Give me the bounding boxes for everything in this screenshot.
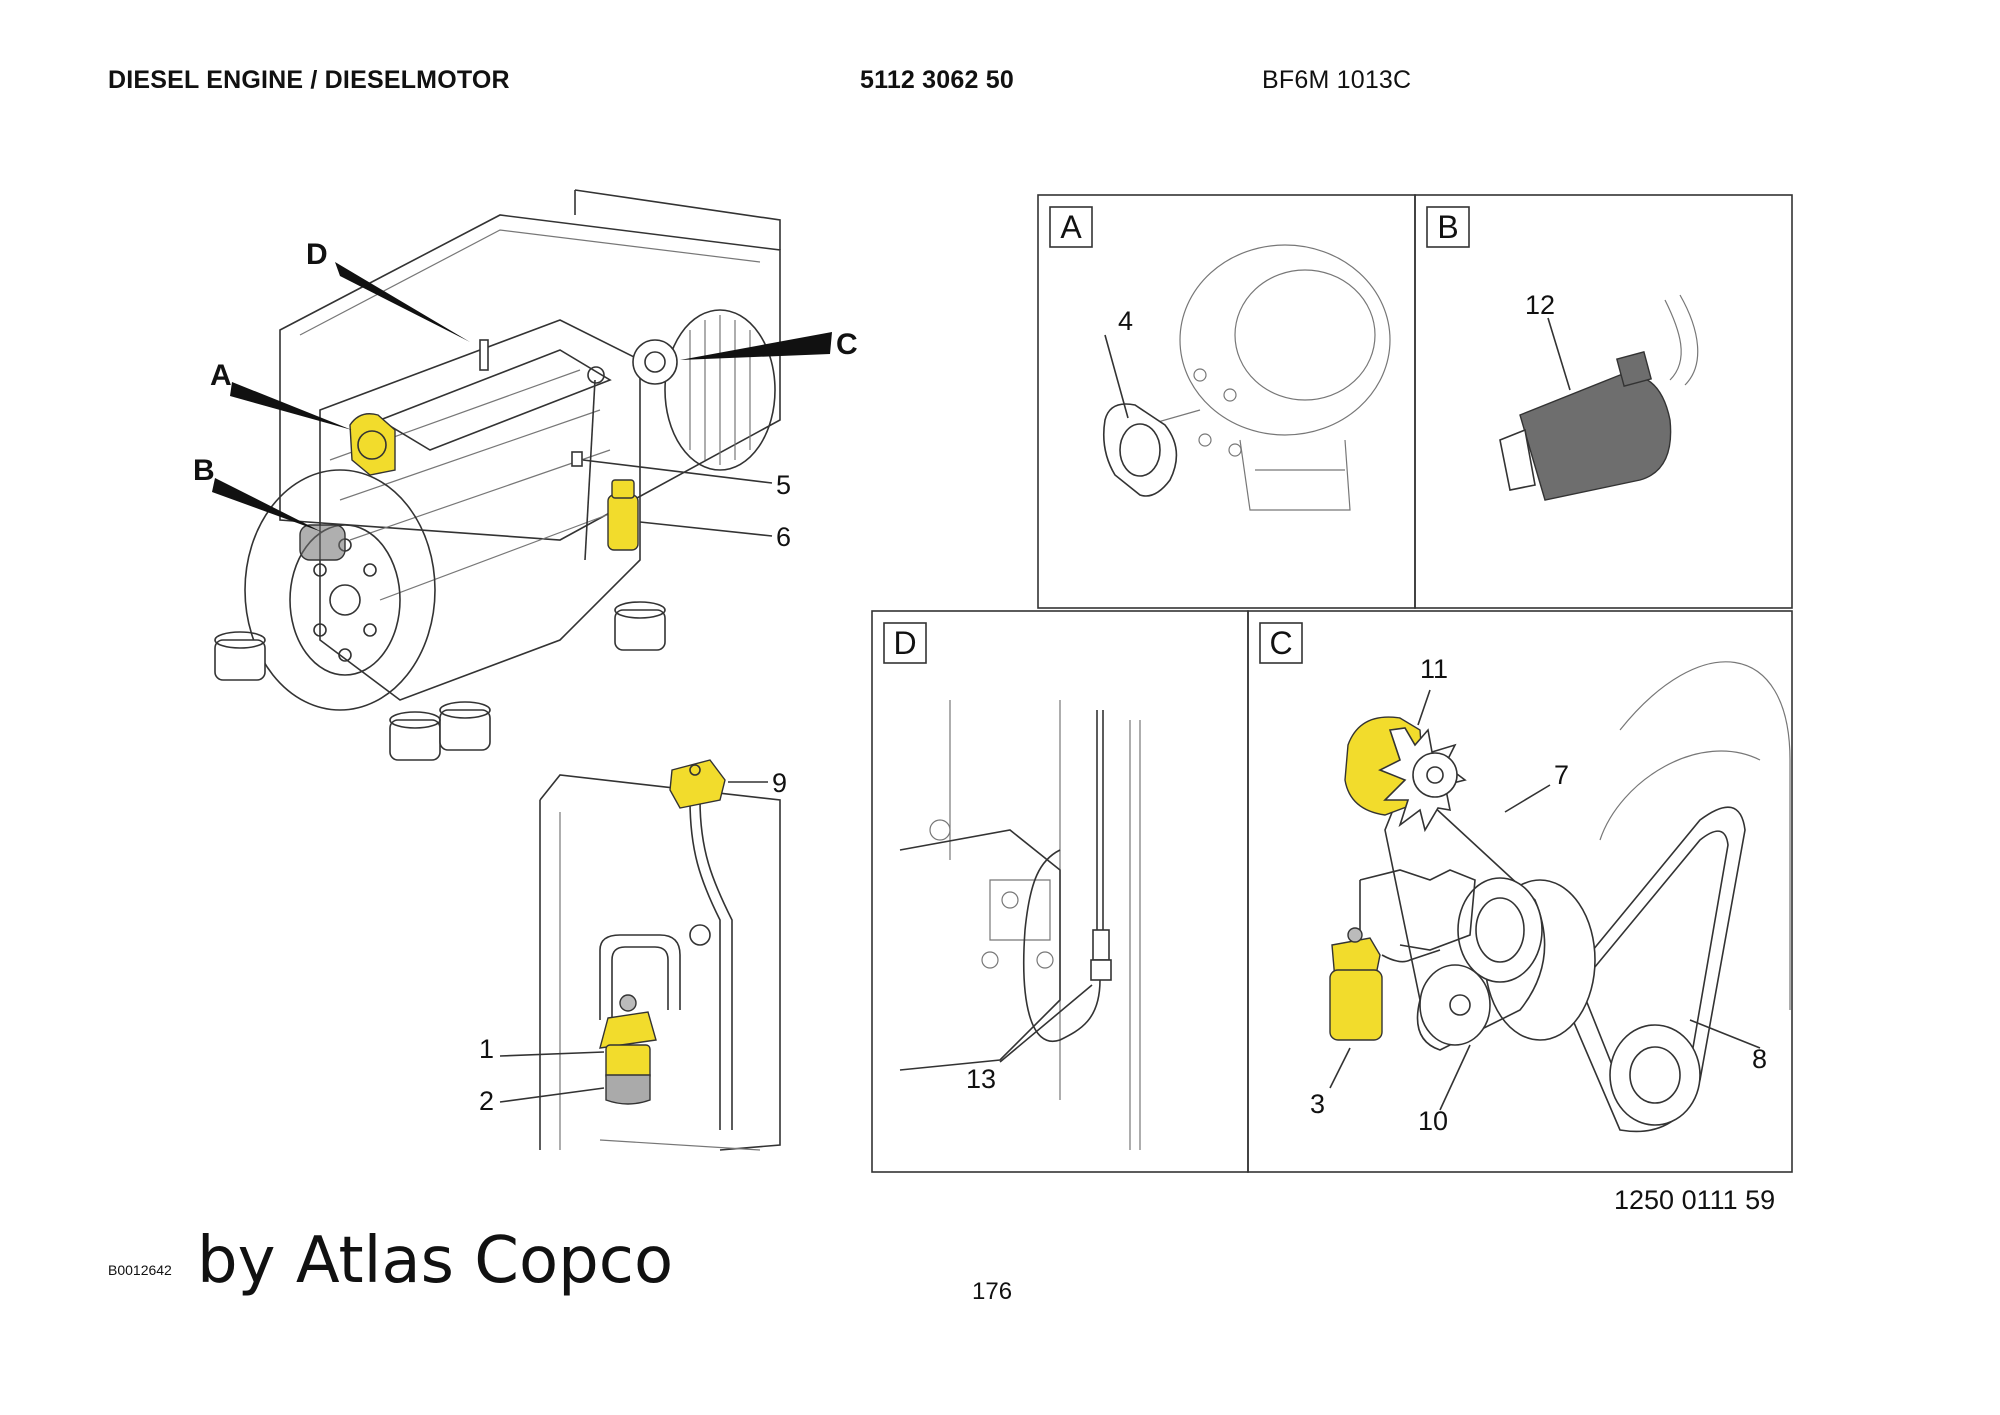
image-reference: B0012642 bbox=[108, 1262, 172, 1278]
panel-a-label: A bbox=[1049, 206, 1093, 248]
callout-4: 4 bbox=[1118, 306, 1133, 336]
callout-2: 2 bbox=[479, 1086, 494, 1116]
svg-text:B: B bbox=[1437, 209, 1458, 245]
callout-5: 5 bbox=[776, 470, 791, 500]
callout-8: 8 bbox=[1752, 1044, 1767, 1074]
panel-b-label: B bbox=[1426, 206, 1470, 248]
engine-model: BF6M 1013C bbox=[1262, 66, 1412, 94]
brand-watermark: by Atlas Copco bbox=[197, 1224, 674, 1298]
panel-d-label: D bbox=[883, 622, 927, 664]
callout-12: 12 bbox=[1525, 290, 1555, 320]
page-number: 176 bbox=[972, 1278, 1013, 1305]
svg-text:C: C bbox=[1269, 625, 1292, 661]
page-title: DIESEL ENGINE / DIESELMOTOR bbox=[108, 66, 510, 94]
callout-b: B bbox=[193, 454, 215, 487]
drawing-reference: 1250 0111 59 bbox=[1614, 1185, 1776, 1215]
panel-d-sensor: 13 bbox=[899, 700, 1141, 1150]
part-number: 5112 3062 50 bbox=[860, 66, 1014, 94]
callout-arrow-c bbox=[680, 332, 832, 360]
svg-text:D: D bbox=[893, 625, 916, 661]
callout-1: 1 bbox=[479, 1034, 494, 1064]
callout-arrow-b bbox=[212, 478, 322, 532]
callout-11: 11 bbox=[1420, 654, 1448, 684]
callout-13: 13 bbox=[966, 1064, 996, 1094]
fuel-filter-detail: 9 1 2 bbox=[479, 759, 787, 1151]
callout-arrow-a bbox=[230, 382, 352, 430]
callout-7: 7 bbox=[1554, 760, 1569, 790]
panel-c-belt-drive: 11 7 8 3 10 bbox=[1310, 654, 1791, 1136]
panel-a-turbo: 4 bbox=[1102, 244, 1391, 511]
callout-d: D bbox=[306, 238, 328, 271]
callout-a: A bbox=[210, 359, 232, 392]
engine-illustration: D A B C 5 6 bbox=[193, 189, 858, 761]
callout-arrow-d bbox=[335, 262, 470, 342]
panel-c-frame bbox=[1247, 610, 1793, 1173]
panel-c-label: C bbox=[1259, 622, 1303, 664]
callout-9: 9 bbox=[772, 768, 787, 798]
callout-c: C bbox=[836, 328, 858, 361]
svg-text:A: A bbox=[1060, 209, 1082, 245]
callout-10: 10 bbox=[1418, 1106, 1448, 1136]
callout-3: 3 bbox=[1310, 1089, 1325, 1119]
panel-a-frame bbox=[1037, 194, 1416, 609]
panel-b-starter: 12 bbox=[1499, 290, 1699, 501]
callout-6: 6 bbox=[776, 522, 791, 552]
panel-b-frame bbox=[1414, 194, 1793, 609]
